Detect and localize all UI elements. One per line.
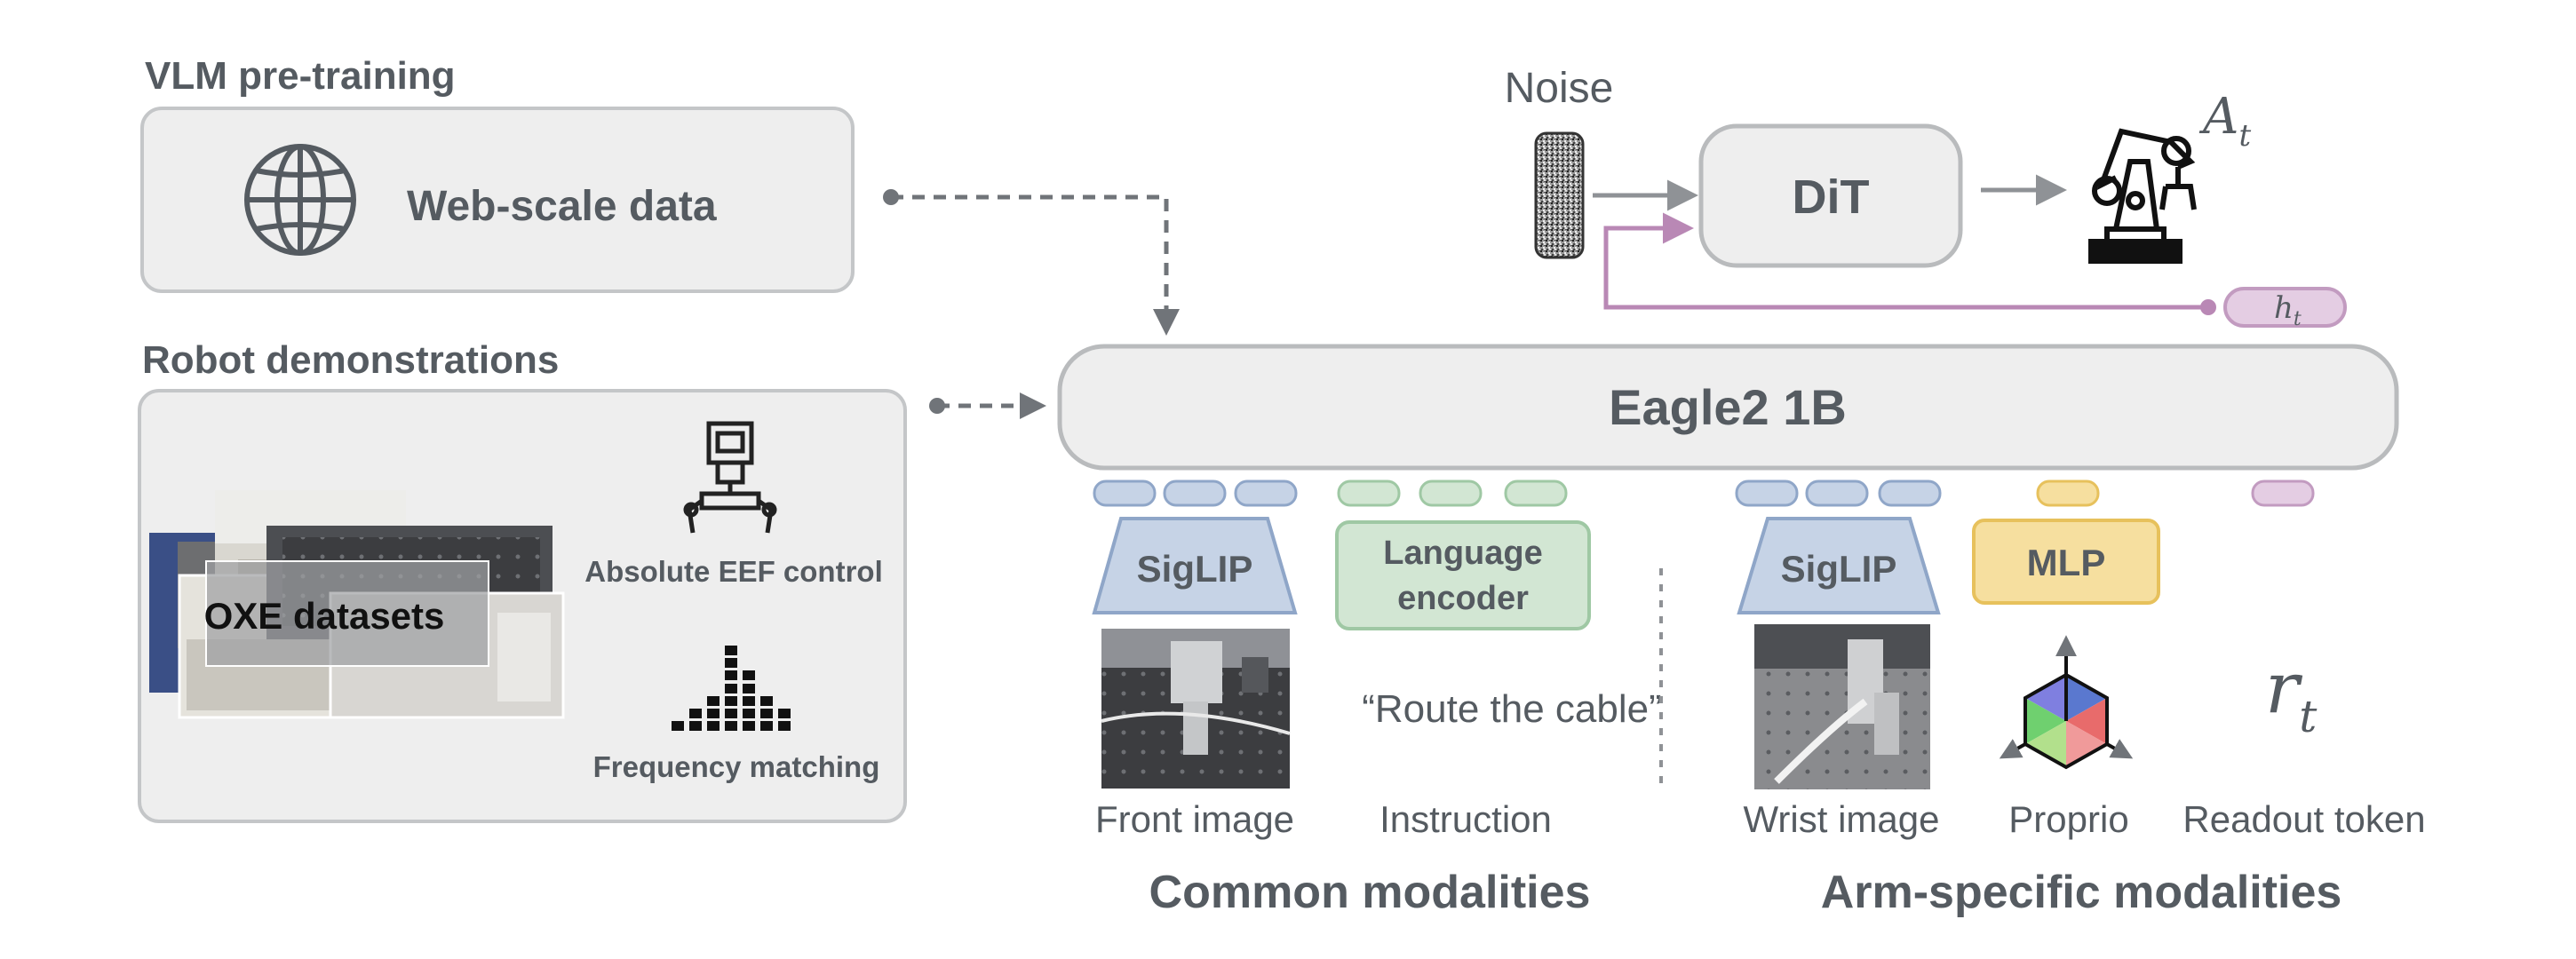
noise-label: Noise <box>1505 65 1614 112</box>
wrist-image-caption: Wrist image <box>1744 798 1940 840</box>
language-encoder-label-1: Language <box>1383 535 1542 572</box>
token-row <box>1093 480 2315 507</box>
instruction-text: “Route the cable” <box>1362 687 1662 731</box>
wrist-image-token <box>1878 480 1942 507</box>
front-siglip-label: SigLIP <box>1137 548 1253 590</box>
demos-connector <box>929 392 1046 419</box>
front-siglip-encoder <box>1092 517 1298 614</box>
hidden-state-feedback-arrow <box>1603 212 2208 310</box>
language-encoder-label-2: encoder <box>1397 580 1529 617</box>
language-encoder-box <box>1335 520 1591 630</box>
dit-box <box>1698 123 1963 268</box>
arm-specific-modalities: SigLIP MLP rt Wrist image Proprio R <box>1737 517 2426 918</box>
robot-arm-icon <box>2088 128 2197 264</box>
wrist-siglip-encoder <box>1737 517 1941 614</box>
front-image-token <box>1163 480 1227 507</box>
globe-icon <box>244 144 356 256</box>
mlp-box <box>1972 519 2160 605</box>
hidden-state-label: ht <box>2274 290 2302 330</box>
proprio-caption: Proprio <box>2008 798 2128 840</box>
instruction-caption: Instruction <box>1379 798 1552 840</box>
oxe-datasets-label: OXE datasets <box>204 595 445 637</box>
frequency-bars-icon <box>672 646 791 731</box>
pretraining-connector <box>883 189 1180 336</box>
eagle2-backbone: Eagle2 1B <box>1057 344 2399 471</box>
wrist-image-token <box>1735 480 1799 507</box>
eagle2-label: Eagle2 1B <box>1609 379 1847 435</box>
proprio-cube-icon <box>1999 635 2134 770</box>
front-image-photo <box>1101 629 1291 789</box>
vlm-pretraining-section: VLM pre-training Web-scale data <box>140 54 855 293</box>
web-data-box <box>140 107 855 293</box>
oxe-dataset-photos: OXE datasets <box>149 490 565 719</box>
eagle2-box <box>1057 344 2399 471</box>
vlm-pretraining-title: VLM pre-training <box>145 54 456 98</box>
front-image-caption: Front image <box>1095 798 1294 840</box>
noise-texture <box>1534 131 1585 259</box>
wrist-image-photo <box>1754 624 1930 789</box>
policy-head: Noise DiT At ht <box>1505 65 2347 330</box>
language-token <box>1419 480 1483 507</box>
eef-control-label: Absolute EEF control <box>584 555 883 588</box>
arm-specific-modalities-title: Arm-specific modalities <box>1821 867 2342 918</box>
proprio-token <box>2036 480 2100 507</box>
hidden-state-token <box>2223 287 2347 328</box>
robot-demos-section: Robot demonstrations OXE datasets <box>138 338 907 823</box>
language-token <box>1337 480 1401 507</box>
readout-symbol: rt <box>2265 646 2318 742</box>
readout-token <box>2251 480 2315 507</box>
front-image-token <box>1234 480 1298 507</box>
gripper-icon <box>683 421 777 534</box>
front-image-token <box>1093 480 1157 507</box>
common-modalities: SigLIP Language encoder “Route the cable… <box>1092 517 1662 918</box>
robot-demos-title: Robot demonstrations <box>142 338 559 382</box>
dit-label: DiT <box>1793 170 1870 224</box>
common-modalities-title: Common modalities <box>1149 867 1591 918</box>
mlp-label: MLP <box>2027 542 2106 583</box>
readout-token-caption: Readout token <box>2182 798 2425 840</box>
web-data-label: Web-scale data <box>407 183 717 230</box>
wrist-image-token <box>1805 480 1869 507</box>
action-label: At <box>2198 88 2251 154</box>
frequency-matching-label: Frequency matching <box>593 750 880 783</box>
language-token <box>1504 480 1568 507</box>
wrist-siglip-label: SigLIP <box>1781 548 1897 590</box>
